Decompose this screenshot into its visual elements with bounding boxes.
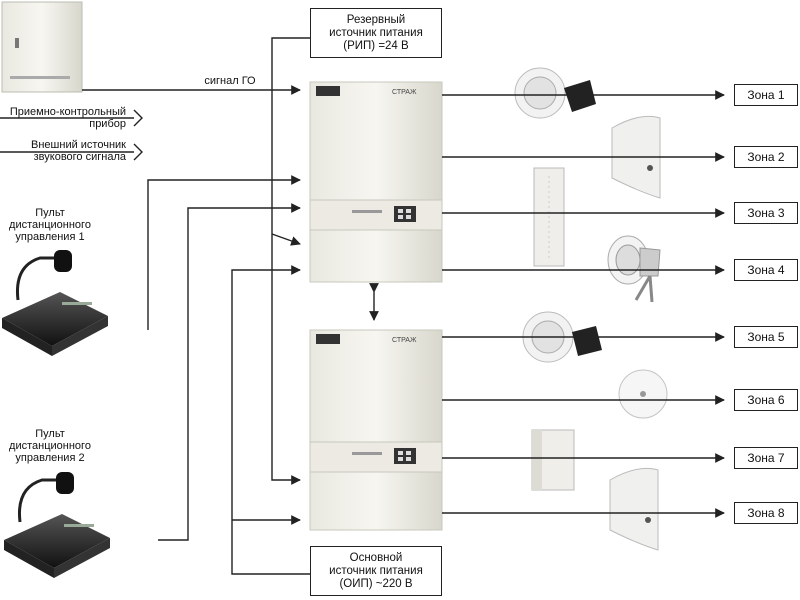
go-signal-label: сигнал ГО bbox=[204, 75, 256, 87]
zone-4: Зона 4 bbox=[734, 259, 798, 281]
zone-2: Зона 2 bbox=[734, 146, 798, 168]
reserve-power-label: Резервный источник питания (РИП) =24 В bbox=[329, 13, 423, 52]
box-speaker-zone7 bbox=[531, 429, 575, 491]
zone-6: Зона 6 bbox=[734, 389, 798, 411]
ceiling-speaker-zone1 bbox=[514, 67, 596, 119]
reserve-power-box: Резервный источник питания (РИП) =24 В bbox=[310, 8, 442, 58]
amplifier-unit-1 bbox=[309, 81, 443, 283]
remote-panel-1-label: Пульт дистанционного управления 1 bbox=[9, 207, 91, 243]
column-speaker-zone3 bbox=[533, 167, 565, 267]
unit-2-brand: СТРАЖ bbox=[392, 337, 417, 344]
external-source-label: Внешний источник звукового сигнала bbox=[31, 139, 126, 163]
control-cabinet bbox=[1, 1, 83, 93]
zone-5: Зона 5 bbox=[734, 326, 798, 348]
zone-1: Зона 1 bbox=[734, 84, 798, 106]
unit-1-brand: СТРАЖ bbox=[392, 89, 417, 96]
main-power-label: Основной источник питания (ОИП) ~220 В bbox=[329, 551, 423, 590]
zone-7: Зона 7 bbox=[734, 447, 798, 469]
control-device-label: Приемно-контрольный прибор bbox=[9, 106, 126, 130]
main-power-box: Основной источник питания (ОИП) ~220 В bbox=[310, 546, 442, 596]
horn-speaker-zone4 bbox=[607, 235, 661, 303]
round-speaker-zone6 bbox=[618, 369, 668, 419]
remote-panel-1-device bbox=[2, 250, 108, 356]
amplifier-unit-2 bbox=[309, 329, 443, 531]
wall-speaker-zone8 bbox=[609, 467, 659, 551]
remote-panel-2-label: Пульт дистанционного управления 2 bbox=[9, 428, 91, 464]
connection-lines bbox=[0, 37, 725, 575]
remote-panel-2-device bbox=[4, 472, 110, 578]
zone-8: Зона 8 bbox=[734, 502, 798, 524]
zone-3: Зона 3 bbox=[734, 202, 798, 224]
